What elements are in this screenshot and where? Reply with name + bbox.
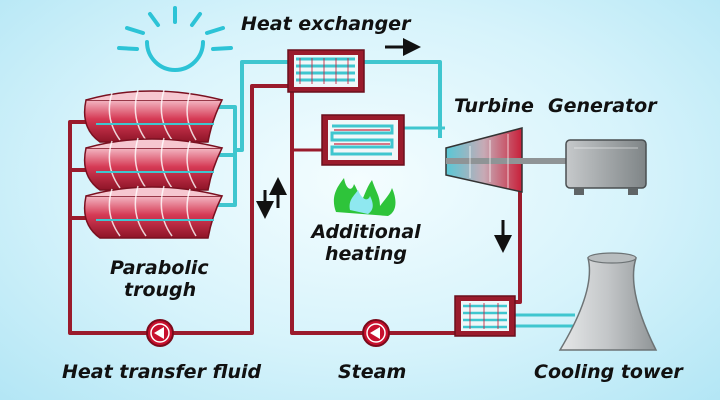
heat-transfer-fluid-label: Heat transfer fluid bbox=[62, 361, 262, 383]
parabolic-trough-array bbox=[83, 89, 224, 239]
generator-label: Generator bbox=[548, 95, 657, 117]
parabolic-trough-line1: Parabolic bbox=[110, 257, 209, 279]
heat-exchanger-label: Heat exchanger bbox=[241, 13, 411, 35]
cooling-tower-label: Cooling tower bbox=[534, 361, 683, 383]
parabolic-trough bbox=[83, 89, 224, 143]
turbine-label: Turbine bbox=[454, 95, 534, 117]
flame-icon bbox=[333, 178, 396, 216]
steam-label: Steam bbox=[338, 361, 407, 383]
pump-icon bbox=[146, 319, 174, 347]
additional-heating-label: Additional heating bbox=[302, 221, 430, 266]
parabolic-trough bbox=[83, 185, 224, 239]
condensate-pipe bbox=[510, 185, 522, 304]
steam-pipe bbox=[362, 60, 442, 138]
additional-heating-line1: Additional bbox=[311, 221, 421, 243]
turbine bbox=[445, 127, 568, 193]
generator bbox=[565, 139, 647, 195]
arrow-icon bbox=[256, 177, 287, 219]
pump-icon bbox=[362, 319, 390, 347]
parabolic-trough bbox=[83, 137, 224, 191]
heat-exchanger bbox=[287, 49, 365, 93]
parabolic-trough-line2: trough bbox=[124, 278, 197, 301]
additional-heating-line2: heating bbox=[325, 242, 407, 265]
cooling-tower bbox=[558, 252, 658, 351]
parabolic-trough-label: Parabolic trough bbox=[110, 257, 209, 302]
sun-icon bbox=[117, 6, 233, 72]
additional-heater bbox=[321, 114, 405, 166]
condenser bbox=[454, 295, 516, 337]
